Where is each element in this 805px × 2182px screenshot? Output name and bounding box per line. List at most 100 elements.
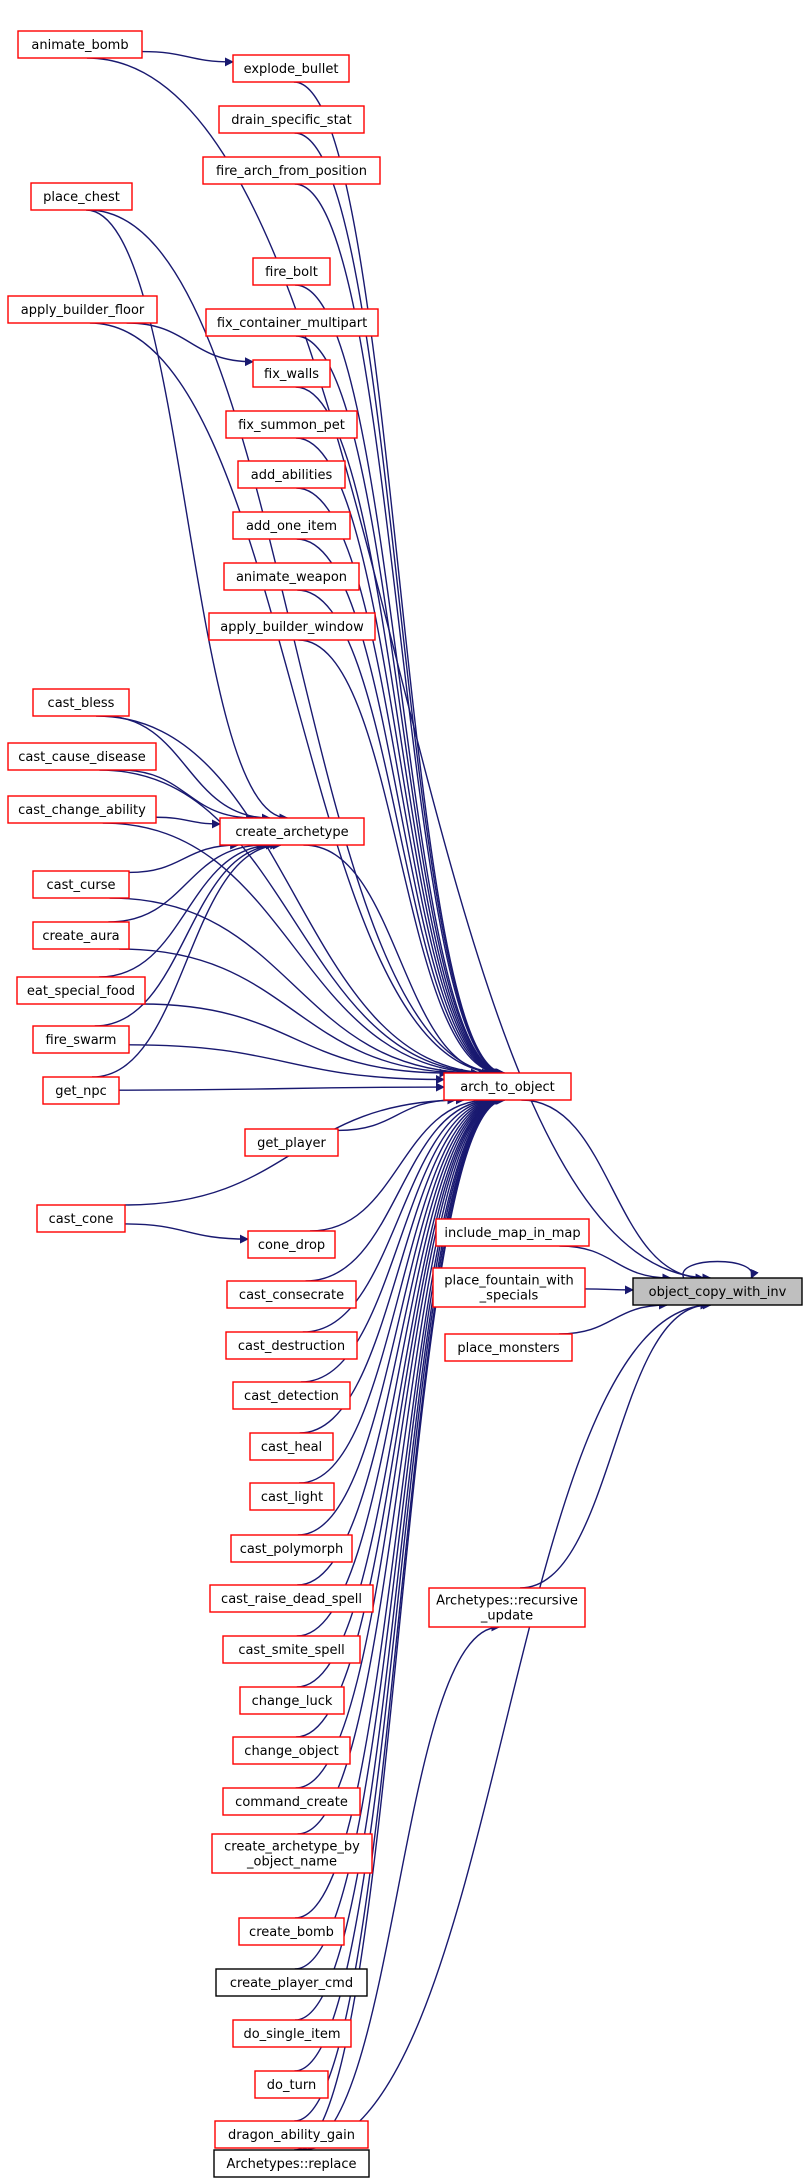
node-add-one-item[interactable]: add_one_item <box>232 511 351 540</box>
node-label: arch_to_object <box>460 1080 555 1095</box>
node-do-turn[interactable]: do_turn <box>254 2070 329 2099</box>
node-label: do_single_item <box>243 2027 340 2042</box>
node-box <box>249 1432 334 1461</box>
node-eat-special-food[interactable]: eat_special_food <box>16 976 146 1005</box>
edge-cast_detection-to-arch_to_object <box>300 1095 499 1383</box>
node-cast-curse[interactable]: cast_curse <box>32 870 130 899</box>
node-apply-builder-floor[interactable]: apply_builder_floor <box>7 295 158 324</box>
edge-cast_bless-to-create_archetype <box>103 715 271 823</box>
node-change-luck[interactable]: change_luck <box>239 1686 345 1715</box>
node-label: fire_bolt <box>265 265 318 280</box>
node-label: object_copy_with_inv <box>649 1285 787 1300</box>
node-box <box>254 2070 329 2099</box>
node-place-monsters[interactable]: place_monsters <box>444 1333 573 1362</box>
node-cast-consecrate[interactable]: cast_consecrate <box>226 1280 357 1309</box>
node-label: fix_container_multipart <box>217 316 367 331</box>
edge-place_chest-to-create_archetype <box>85 209 289 823</box>
node-fire-swarm[interactable]: fire_swarm <box>32 1025 130 1054</box>
node-box <box>249 1482 335 1511</box>
node-label: _update <box>480 1609 533 1624</box>
edge-cast_consecrate-to-arch_to_object <box>305 1095 495 1282</box>
node-box <box>226 1280 357 1309</box>
node-fix-walls[interactable]: fix_walls <box>252 359 331 388</box>
node-label: change_luck <box>252 1694 333 1709</box>
node-box <box>247 1230 336 1259</box>
node-get-player[interactable]: get_player <box>244 1128 339 1157</box>
node-fix-container-multipart[interactable]: fix_container_multipart <box>205 308 379 337</box>
node-label: include_map_in_map <box>444 1226 580 1241</box>
node-label: animate_weapon <box>236 570 347 585</box>
node-get-npc[interactable]: get_npc <box>42 1076 120 1105</box>
edge-fix_container_multipart-to-arch_to_object <box>295 335 505 1078</box>
node-command-create[interactable]: command_create <box>222 1787 361 1816</box>
node-include-map-in-map[interactable]: include_map_in_map <box>435 1218 590 1247</box>
node-cast-cause-disease[interactable]: cast_cause_disease <box>7 742 157 771</box>
node-label: cast_bless <box>48 696 115 711</box>
node-box <box>7 795 157 824</box>
node-cone-drop[interactable]: cone_drop <box>247 1230 336 1259</box>
node-box <box>219 817 365 846</box>
node-do-single-item[interactable]: do_single_item <box>232 2019 352 2048</box>
edge-cast_change_ability-to-create_archetype <box>155 816 221 829</box>
node-cast-polymorph[interactable]: cast_polymorph <box>230 1534 353 1563</box>
node-label: drain_specific_stat <box>231 113 351 128</box>
node-label: place_fountain_with <box>444 1274 573 1289</box>
edge-apply_builder_floor-to-fix_walls <box>126 322 254 367</box>
edge-object_copy_with_inv-to-object_copy_with_inv <box>682 1260 759 1279</box>
node-dragon-ability-gain[interactable]: dragon_ability_gain <box>214 2120 369 2149</box>
edge-get_npc-to-create_archetype <box>91 840 282 1078</box>
edge-animate_bomb-to-explode_bullet <box>141 50 234 67</box>
node-box <box>16 976 146 1005</box>
node-fix-summon-pet[interactable]: fix_summon_pet <box>225 410 358 439</box>
node-archetypes-recursive-update[interactable]: Archetypes::recursive_update <box>428 1587 586 1628</box>
node-fire-arch-from-position[interactable]: fire_arch_from_position <box>202 156 381 185</box>
edge-archetypes_recursive_update-to-object_copy_with_inv <box>519 1300 710 1589</box>
node-fire-bolt[interactable]: fire_bolt <box>252 257 331 286</box>
node-cast-change-ability[interactable]: cast_change_ability <box>7 795 157 824</box>
node-cast-bless[interactable]: cast_bless <box>32 688 130 717</box>
node-label: animate_bomb <box>31 38 128 53</box>
node-label: apply_builder_window <box>220 620 364 635</box>
node-drain-specific-stat[interactable]: drain_specific_stat <box>218 105 365 134</box>
node-animate-weapon[interactable]: animate_weapon <box>223 562 360 591</box>
edge-create_aura-to-arch_to_object <box>119 948 471 1078</box>
edge-create_archetype_by_object_name-to-arch_to_object <box>297 1095 505 1835</box>
node-cast-destruction[interactable]: cast_destruction <box>225 1331 358 1360</box>
node-label: create_player_cmd <box>230 1976 353 1991</box>
node-cast-detection[interactable]: cast_detection <box>232 1381 351 1410</box>
node-cast-smite-spell[interactable]: cast_smite_spell <box>222 1635 361 1664</box>
node-create-bomb[interactable]: create_bomb <box>238 1917 345 1946</box>
node-change-object[interactable]: change_object <box>232 1736 351 1765</box>
node-apply-builder-window[interactable]: apply_builder_window <box>208 612 376 641</box>
node-box <box>632 1277 803 1306</box>
node-cast-raise-dead-spell[interactable]: cast_raise_dead_spell <box>209 1584 374 1613</box>
node-label: fix_summon_pet <box>238 418 345 433</box>
node-arch-to-object[interactable]: arch_to_object <box>443 1072 572 1101</box>
node-create-archetype-by-object-name[interactable]: create_archetype_by_object_name <box>211 1833 373 1874</box>
node-box <box>428 1587 586 1628</box>
node-cast-heal[interactable]: cast_heal <box>249 1432 334 1461</box>
node-label: get_player <box>257 1136 326 1151</box>
node-cast-light[interactable]: cast_light <box>249 1482 335 1511</box>
edge-drain_specific_stat-to-arch_to_object <box>294 132 506 1078</box>
node-cast-cone[interactable]: cast_cone <box>36 1204 126 1233</box>
node-box <box>214 2120 369 2149</box>
edge-arch_to_object-to-object_copy_with_inv <box>521 1099 705 1283</box>
node-place-fountain-with-specials[interactable]: place_fountain_with_specials <box>432 1267 586 1308</box>
node-label: cast_consecrate <box>239 1288 344 1303</box>
edge-archetypes_replace-to-arch_to_object <box>294 1095 506 2151</box>
edge-place_monsters-to-object_copy_with_inv <box>558 1300 669 1335</box>
node-place-chest[interactable]: place_chest <box>30 182 133 211</box>
node-label: fire_swarm <box>46 1033 117 1048</box>
node-box <box>211 1833 373 1874</box>
edge-cast_curse-to-arch_to_object <box>109 897 480 1078</box>
node-animate-bomb[interactable]: animate_bomb <box>17 30 143 59</box>
node-box <box>222 1787 361 1816</box>
node-box <box>42 1076 120 1105</box>
node-label: get_npc <box>55 1084 107 1099</box>
node-create-aura[interactable]: create_aura <box>32 921 130 950</box>
node-add-abilities[interactable]: add_abilities <box>237 460 346 489</box>
node-explode-bullet[interactable]: explode_bullet <box>232 54 350 83</box>
node-create-archetype[interactable]: create_archetype <box>219 817 365 846</box>
node-label: fix_walls <box>264 367 319 382</box>
